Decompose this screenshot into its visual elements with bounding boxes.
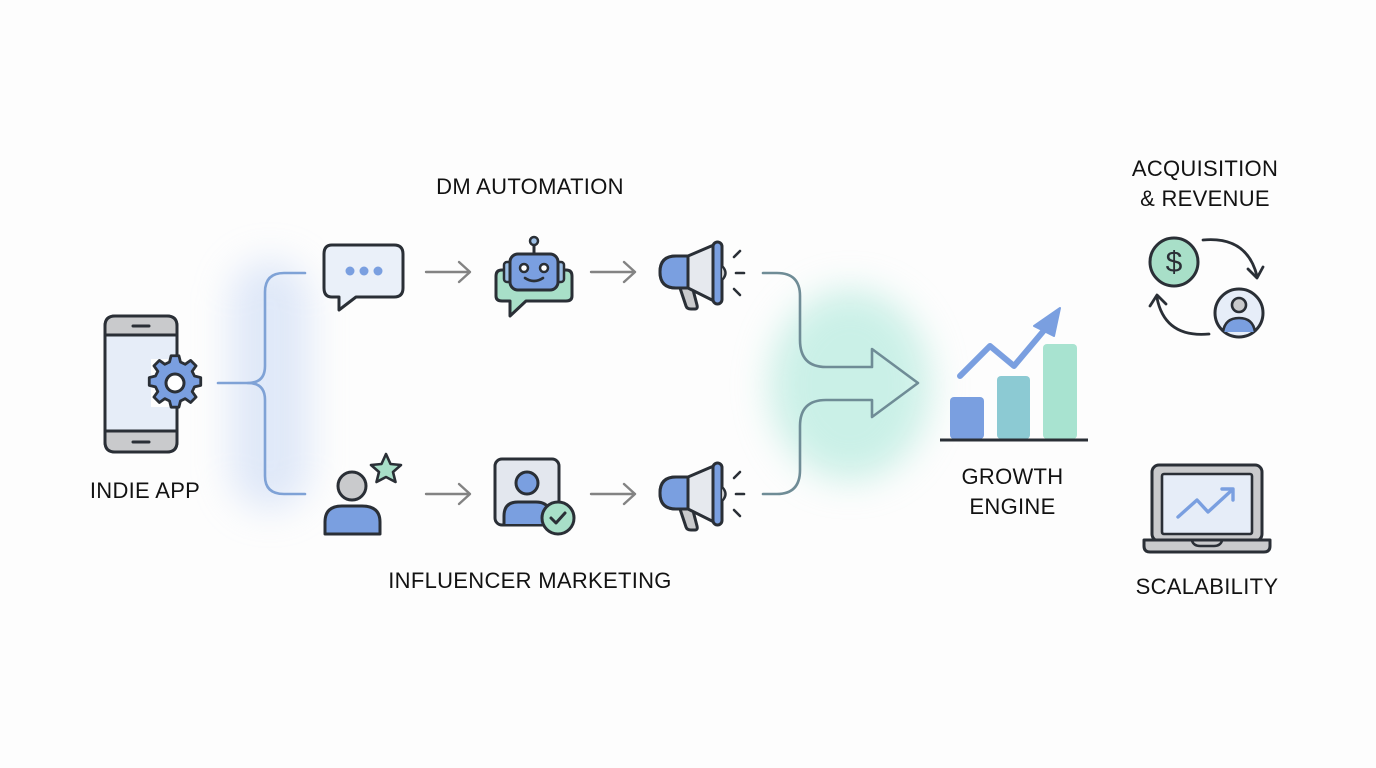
branch-1-step-1 (322, 242, 406, 319)
acquisition-revenue-node: $ (1145, 234, 1270, 349)
chat-bubble-icon (322, 243, 405, 312)
verified-profile-icon (493, 457, 576, 536)
branch-2-step-2 (492, 456, 582, 545)
scalability-node (1142, 462, 1274, 559)
megaphone-icon (658, 240, 746, 311)
branch-2-step-1 (320, 450, 410, 543)
acquisition-label-line1: ACQUISITION (1131, 156, 1279, 181)
step-arrows (424, 260, 637, 506)
phone-gear-icon (103, 314, 203, 454)
megaphone-icon (658, 461, 746, 532)
branch-2-step-3 (656, 461, 751, 538)
growth-engine-node (938, 304, 1093, 449)
scalability-label: SCALABILITY (1135, 574, 1279, 599)
laptop-trend-icon (1142, 463, 1272, 554)
acquisition-label-line2: & REVENUE (1140, 186, 1270, 211)
influencer-star-icon (323, 452, 403, 536)
split-bracket (216, 271, 307, 496)
growth-engine-label-line2: ENGINE (969, 494, 1056, 519)
influencer-marketing-label: INFLUENCER MARKETING (388, 568, 672, 593)
chatbot-icon (494, 235, 574, 318)
indie-app-node (100, 313, 210, 458)
branch-1-step-3 (656, 240, 751, 317)
svg-text:$: $ (1166, 246, 1183, 279)
growth-chart-icon (940, 307, 1088, 442)
growth-engine-label-line1: GROWTH (961, 464, 1064, 489)
merge-arrow (761, 271, 920, 496)
dm-automation-label: DM AUTOMATION (436, 174, 624, 199)
revenue-cycle-icon: $ (1148, 236, 1265, 339)
branch-1-step-2 (492, 234, 576, 325)
indie-app-label: INDIE APP (89, 478, 201, 503)
